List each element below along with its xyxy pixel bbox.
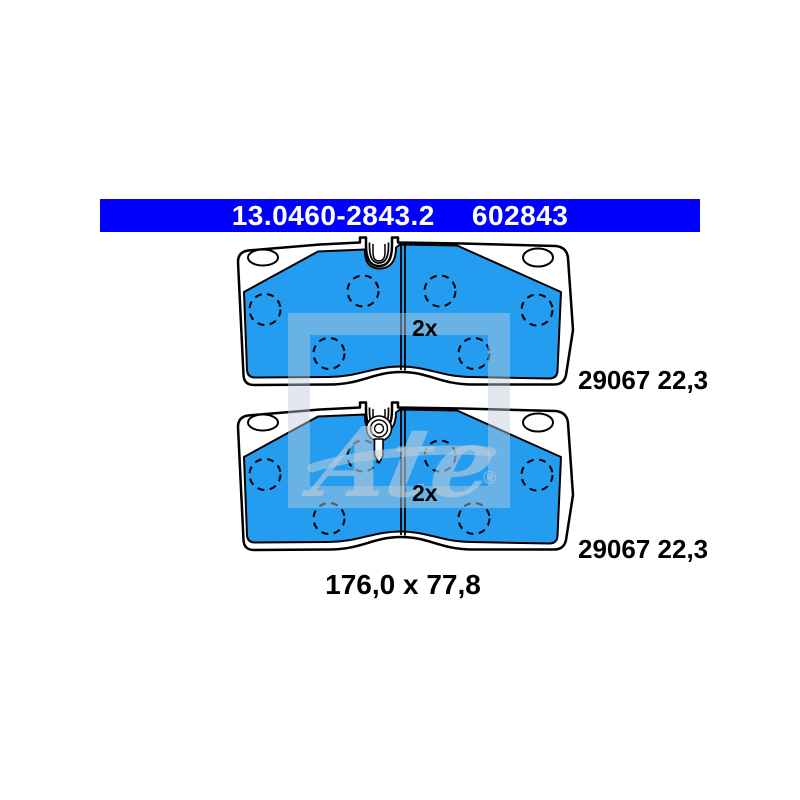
dimensions-label: 176,0 x 77,8 — [325, 569, 481, 600]
header-bar: 13.0460-2843.2 602843 — [100, 199, 700, 232]
wear-indicator-grommet-ring — [369, 419, 389, 438]
ean-number: 602843 — [471, 199, 569, 231]
registered-symbol: ® — [483, 468, 496, 488]
watermark-brand-text: Ate — [296, 406, 506, 519]
wva-label-top: 29067 22,3 — [578, 365, 709, 395]
watermark-swash — [307, 445, 497, 473]
wear-indicator-grommet-core — [373, 423, 385, 434]
wva-label-bottom: 29067 22,3 — [578, 534, 709, 564]
watermark-frame — [288, 313, 510, 508]
part-number: 13.0460-2843.2 — [231, 199, 435, 231]
quantity-label-top: 2x — [412, 315, 438, 341]
quantity-label-bottom: 2x — [412, 480, 438, 506]
